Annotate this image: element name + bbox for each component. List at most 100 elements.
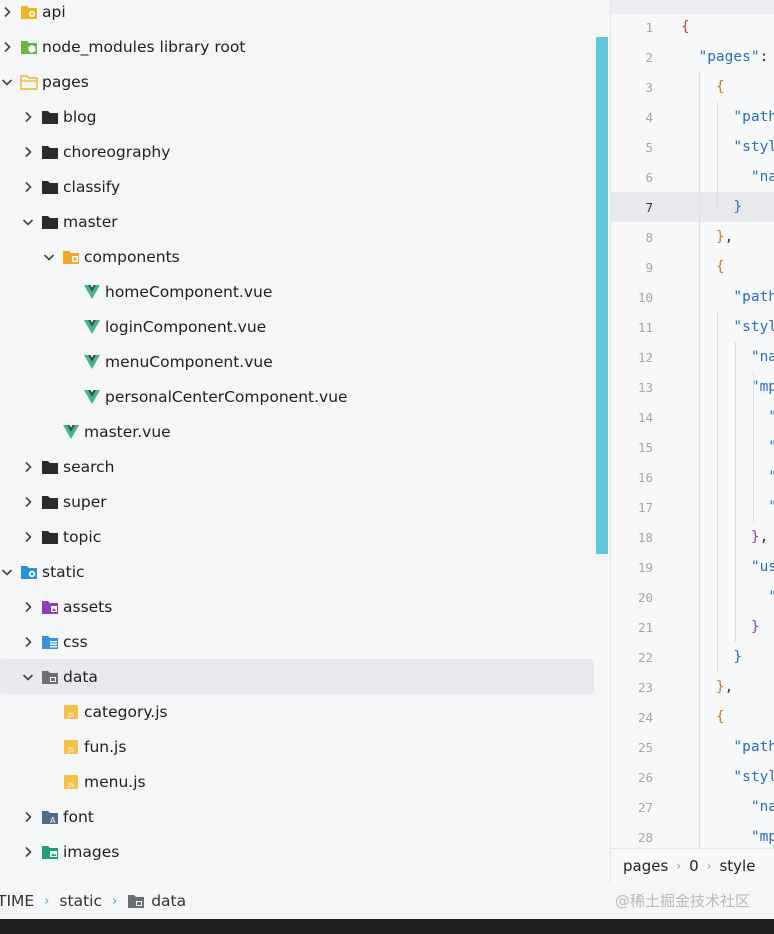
- tree-item[interactable]: blog: [0, 99, 594, 134]
- tree-item[interactable]: loginComponent.vue: [0, 309, 594, 344]
- chevron-right-icon[interactable]: [21, 845, 35, 859]
- tree-item-label: fun.js: [84, 737, 127, 756]
- code-line[interactable]: 15 ": [611, 432, 774, 462]
- code-line[interactable]: 14 ": [611, 402, 774, 432]
- code-line[interactable]: 10 "path: [611, 282, 774, 312]
- tree-item[interactable]: data: [0, 659, 594, 694]
- chevron-right-icon[interactable]: [21, 530, 35, 544]
- tree-item[interactable]: master.vue: [0, 414, 594, 449]
- chevron-right-icon[interactable]: [0, 5, 14, 19]
- code-line[interactable]: 7 }: [611, 192, 774, 222]
- code-line[interactable]: 6 "na: [611, 162, 774, 192]
- tree-item[interactable]: master: [0, 204, 594, 239]
- editor-breadcrumb-item[interactable]: 0: [689, 857, 699, 875]
- tree-item[interactable]: choreography: [0, 134, 594, 169]
- code-line[interactable]: 20 ": [611, 582, 774, 612]
- chevron-right-icon[interactable]: [21, 495, 35, 509]
- tree-item[interactable]: static: [0, 554, 594, 589]
- code-token: {: [681, 79, 725, 95]
- code-line[interactable]: 3 {: [611, 72, 774, 102]
- chevron-right-icon[interactable]: [21, 145, 35, 159]
- chevron-right-icon[interactable]: [21, 600, 35, 614]
- indent-guide: [717, 102, 718, 212]
- chevron-right-icon[interactable]: [21, 180, 35, 194]
- breadcrumb-chevron-icon: ›: [676, 859, 682, 873]
- code-line[interactable]: 5 "styl: [611, 132, 774, 162]
- explorer-scrollbar[interactable]: [596, 37, 608, 554]
- nav-item-static[interactable]: static: [59, 892, 102, 910]
- code-text: "mp: [681, 372, 774, 402]
- chevron-right-icon[interactable]: [21, 635, 35, 649]
- node-folder-icon: [20, 39, 38, 55]
- code-text: "styl: [681, 312, 774, 342]
- code-line[interactable]: 21 }: [611, 612, 774, 642]
- tree-item[interactable]: super: [0, 484, 594, 519]
- line-number: 12: [637, 349, 653, 365]
- code-line[interactable]: 17 ": [611, 492, 774, 522]
- code-text: "pages":: [681, 42, 768, 72]
- code-line[interactable]: 22 }: [611, 642, 774, 672]
- chevron-down-icon[interactable]: [42, 250, 56, 264]
- code-line[interactable]: 26 "styl: [611, 762, 774, 792]
- code-line[interactable]: 4 "path: [611, 102, 774, 132]
- vue-file-icon: [83, 319, 101, 335]
- tree-item-label: loginComponent.vue: [105, 317, 267, 336]
- tree-item[interactable]: components: [0, 239, 594, 274]
- code-line[interactable]: 19 "us: [611, 552, 774, 582]
- code-line[interactable]: 13 "mp: [611, 372, 774, 402]
- code-line[interactable]: 28 "mp: [611, 822, 774, 852]
- editor-breadcrumb-item[interactable]: pages: [623, 857, 669, 875]
- code-token: :: [759, 49, 769, 65]
- tree-item[interactable]: assets: [0, 589, 594, 624]
- code-line[interactable]: 25 "path: [611, 732, 774, 762]
- code-line[interactable]: 2 "pages":: [611, 42, 774, 72]
- chevron-down-icon[interactable]: [21, 215, 35, 229]
- editor-breadcrumb-item[interactable]: style: [719, 857, 756, 875]
- code-token: ": [681, 439, 774, 455]
- code-line[interactable]: 27 "na: [611, 792, 774, 822]
- code-line[interactable]: 9 {: [611, 252, 774, 282]
- code-line[interactable]: 11 "styl: [611, 312, 774, 342]
- chevron-right-icon[interactable]: [21, 460, 35, 474]
- chevron-down-icon[interactable]: [21, 670, 35, 684]
- nav-root-label[interactable]: TIME: [0, 892, 35, 910]
- line-number: 14: [637, 409, 653, 425]
- line-number: 13: [637, 379, 653, 395]
- chevron-right-icon[interactable]: [21, 110, 35, 124]
- editor-breadcrumb: pages › 0 › style: [611, 848, 774, 883]
- code-line[interactable]: 16 ": [611, 462, 774, 492]
- chevron-right-icon[interactable]: [21, 810, 35, 824]
- tree-item[interactable]: homeComponent.vue: [0, 274, 594, 309]
- code-text: "na: [681, 792, 774, 822]
- components-folder-icon: [62, 249, 80, 265]
- tree-item[interactable]: api: [0, 0, 594, 29]
- tree-item[interactable]: topic: [0, 519, 594, 554]
- nav-item-data[interactable]: data: [127, 892, 186, 910]
- tree-item[interactable]: pages: [0, 64, 594, 99]
- line-number: 20: [637, 589, 653, 605]
- tree-item-label: category.js: [84, 702, 168, 721]
- chevron-down-icon[interactable]: [0, 565, 14, 579]
- tree-item[interactable]: personalCenterComponent.vue: [0, 379, 594, 414]
- tree-item[interactable]: search: [0, 449, 594, 484]
- code-line[interactable]: 18 },: [611, 522, 774, 552]
- tree-item[interactable]: node_modules library root: [0, 29, 594, 64]
- code-line[interactable]: 12 "na: [611, 342, 774, 372]
- chevron-down-icon[interactable]: [0, 75, 14, 89]
- chevron-right-icon[interactable]: [0, 40, 14, 54]
- code-line[interactable]: 24 {: [611, 702, 774, 732]
- code-line[interactable]: 23 },: [611, 672, 774, 702]
- tree-item[interactable]: classify: [0, 169, 594, 204]
- code-token: "styl: [681, 319, 774, 335]
- tree-item[interactable]: css: [0, 624, 594, 659]
- code-text: "mp: [681, 822, 774, 852]
- tree-item[interactable]: images: [0, 834, 594, 869]
- tree-item[interactable]: menuComponent.vue: [0, 344, 594, 379]
- code-line[interactable]: 1{: [611, 12, 774, 42]
- code-line[interactable]: 8 },: [611, 222, 774, 252]
